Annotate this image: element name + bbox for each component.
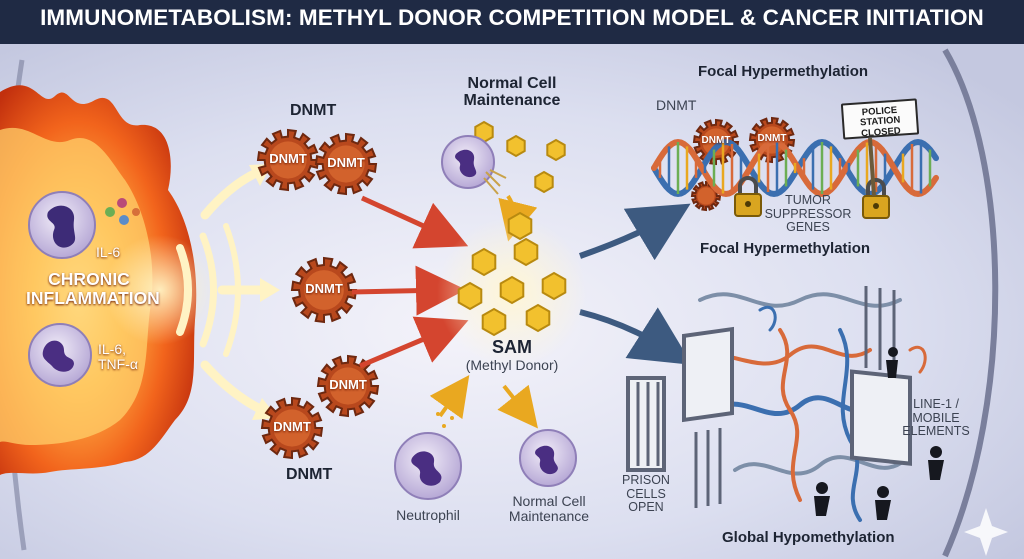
dnmt-enzyme-label: DNMT	[273, 419, 311, 435]
dnmt-enzymes	[256, 116, 796, 460]
arrow-neutrophil-to-sam	[429, 374, 470, 420]
dnmt-enzyme-core	[327, 145, 365, 183]
focal-hypermethylation-title-bottom: Focal Hypermethylation	[700, 240, 871, 257]
line1-line2: MOBILE	[912, 410, 960, 425]
page-title: IMMUNOMETABOLISM: METHYL DONOR COMPETITI…	[40, 5, 984, 30]
cytokine-particles	[105, 198, 140, 225]
normal-cell-top	[441, 135, 507, 195]
padlock-keyhole	[873, 203, 879, 209]
padlock-shackle	[866, 178, 886, 196]
sam-hexagon	[507, 211, 533, 241]
wave-arrow-top	[200, 167, 263, 220]
sam-molecules-floating	[474, 120, 566, 194]
inflammation-label: INFLAMMATION	[26, 287, 160, 308]
prison-line1: PRISON	[622, 473, 670, 487]
sam-hexagon	[471, 247, 497, 277]
sam-hexagon	[525, 303, 551, 333]
normal-cell-top-line1: Normal Cell	[467, 75, 557, 92]
police-station-sign: POLICE STATION CLOSED	[840, 98, 920, 140]
genes-line2: SUPPRESSOR	[764, 206, 852, 221]
arrow-dnmt-mid-to-sam	[351, 265, 466, 316]
escaping-figures-icons	[814, 347, 944, 520]
cytokine-il6-label: IL-6	[96, 244, 121, 260]
dnmt-enzyme-core	[269, 141, 307, 179]
sign-post	[868, 137, 876, 197]
genes-line1: TUMOR	[785, 193, 831, 207]
sam-hexagon	[457, 281, 483, 311]
sam-molecules	[457, 211, 567, 337]
chronic-inflammation-label: CHRONIC INFLAMMATION	[26, 269, 160, 308]
dnmt-enzyme-label: DNMT	[757, 133, 787, 144]
sam-hexagon	[541, 271, 567, 301]
sparkle-icon	[964, 508, 1008, 556]
dnmt-enzyme-label: DNMT	[305, 281, 343, 297]
tumor-suppressor-genes-label: TUMOR SUPPRESSOR GENES	[758, 193, 858, 235]
arrow-sam-to-maintenance	[497, 384, 538, 429]
arrow-sam-to-focal	[579, 203, 691, 261]
dnmt-enzyme-core	[304, 270, 344, 310]
arrow-dnmt-top-to-sam	[360, 195, 469, 249]
sam-sublabel: (Methyl Donor)	[465, 357, 559, 373]
prison-cells-open-label: PRISON CELLS OPEN	[616, 473, 676, 515]
prison-cell-icons	[626, 286, 912, 508]
normal-cell-bottom-line1: Normal Cell	[512, 493, 586, 509]
padlock-icons	[734, 176, 890, 219]
arrow-sam-to-global	[579, 307, 693, 365]
normal-maintenance-top-label: Normal Cell Maintenance	[450, 75, 574, 110]
arrow-dnmt-bottom-to-sam	[359, 316, 469, 369]
chronic-label: CHRONIC	[48, 269, 130, 289]
normal-cell-top-line2: Maintenance	[463, 92, 561, 110]
line1-mobile-elements-label: LINE-1 / MOBILE ELEMENTS	[894, 397, 978, 439]
header-bar	[0, 0, 1024, 44]
sam-hexagon-small	[534, 170, 554, 194]
genes-line3: GENES	[786, 220, 830, 234]
dna-helix-focal	[651, 138, 939, 198]
prison-line3: OPEN	[628, 500, 664, 514]
sam-hexagon	[513, 237, 539, 267]
neutrophil-label: Neutrophil	[396, 507, 460, 523]
normal-cell-bottom-line2: Maintenance	[508, 508, 590, 525]
normal-cell-bottom	[519, 429, 577, 487]
macrophage-cell	[28, 191, 96, 259]
cell-membrane-right	[942, 48, 999, 558]
focal-hypermethylation-title-top: Focal Hypermethylation	[698, 63, 869, 80]
dnmt-enzyme-label: DNMT	[269, 151, 307, 167]
dnmt-focal-label: DNMT	[656, 97, 697, 113]
sam-hexagon	[481, 307, 507, 337]
sam-label: SAM	[492, 337, 532, 357]
dnmt-enzyme-label: DNMT	[327, 155, 365, 171]
dnmt-enzyme-core	[329, 367, 367, 405]
cytokine-il6-tnf-label: IL-6, TNF-α	[98, 341, 138, 373]
dnmt-enzyme-core	[273, 409, 311, 447]
tnf-alpha-label: TNF-α	[98, 356, 138, 373]
dnmt-bottom-label: DNMT	[286, 466, 333, 483]
wave-arrow-mid-head	[260, 278, 280, 302]
dnmt-enzyme-label: DNMT	[701, 135, 731, 146]
global-hypomethylation-title: Global Hypomethylation	[722, 529, 895, 546]
dnmt-enzyme-core	[697, 187, 715, 205]
neutrophil-cell	[394, 412, 462, 500]
dnmt-enzyme-label: DNMT	[329, 377, 367, 393]
normal-maintenance-bottom-label: Normal Cell Maintenance	[494, 493, 604, 525]
wave-arrow-bottom	[200, 360, 267, 415]
line1-line3: ELEMENTS	[902, 424, 970, 438]
padlock-shackle	[738, 176, 758, 194]
neutrophil-cell-fire	[28, 323, 92, 387]
sam-hexagon	[499, 275, 525, 305]
sam-hexagon-small	[506, 134, 526, 158]
dnmt-top-label: DNMT	[290, 102, 337, 119]
prison-line2: CELLS	[626, 486, 666, 501]
il6-label: IL-6,	[98, 341, 127, 357]
sam-hexagon-small	[546, 138, 566, 162]
padlock-keyhole	[745, 201, 751, 207]
line1-line1: LINE-1 /	[913, 397, 959, 411]
